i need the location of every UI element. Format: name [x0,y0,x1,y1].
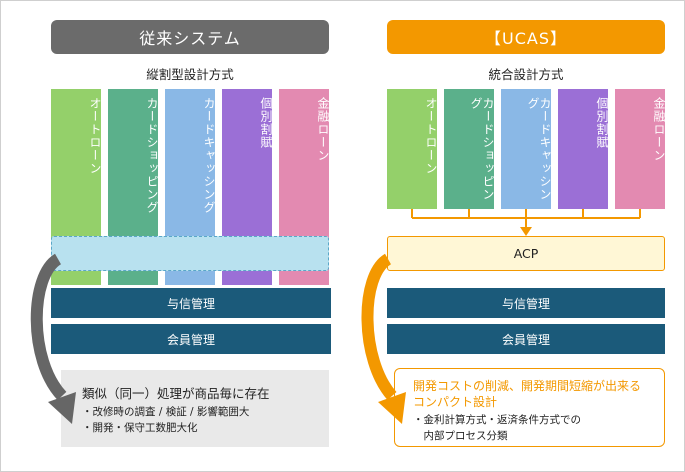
left-curved-arrowhead-icon [48,392,76,424]
right-col-financial-loan: 金融ローン [615,89,666,209]
right-col-card-cashing: カードキャッシング [501,89,552,209]
right-subtitle: 統合設計方式 [488,67,564,82]
right-credit-management-bar: 与信管理 [387,288,665,318]
right-note-title-line-1: 開発コストの削減、開発期間短縮が出来る [413,379,642,393]
right-note-title-line-2: コンパクト設計 [413,395,498,409]
right-acp-box: ACP [387,236,665,271]
right-note-bullet-2: 内部プロセス分類 [413,430,508,442]
connector-arrowhead-icon [520,227,532,236]
right-header: 【UCAS】 [387,20,665,54]
left-curved-arrow-icon [30,253,67,401]
right-note-bullet-1: ・金利計算方式・返済条件方式での [413,414,581,426]
left-subtitle: 縦割型設計方式 [146,67,234,82]
right-column-connectors [411,209,641,228]
left-note-bullet-1: ・改修時の調査 / 検証 / 影響範囲大 [82,406,250,418]
right-col-auto-loan: オートローン [387,89,438,209]
right-note-box: 開発コストの削減、開発期間短縮が出来る コンパクト設計 ・金利計算方式・返済条件… [394,368,665,447]
right-curved-arrow-icon [361,253,397,400]
right-col-card-shopping: カードショッピング [444,89,495,209]
left-member-management-bar: 会員管理 [51,324,331,354]
left-credit-management-bar: 与信管理 [51,288,331,318]
left-note-box: 類似（同一）処理が商品毎に存在 ・改修時の調査 / 検証 / 影響範囲大 ・開発… [61,370,329,447]
left-header: 従来システム [51,20,329,54]
right-curved-arrowhead-icon [378,392,406,424]
right-member-management-bar: 会員管理 [387,324,665,354]
acp-label: ACP [513,246,539,261]
left-note-title: 類似（同一）処理が商品毎に存在 [82,386,270,401]
left-overlap-band [51,236,329,271]
left-note-bullet-2: ・開発・保守工数肥大化 [82,422,198,434]
right-col-installment: 個別割賦 [558,89,609,209]
